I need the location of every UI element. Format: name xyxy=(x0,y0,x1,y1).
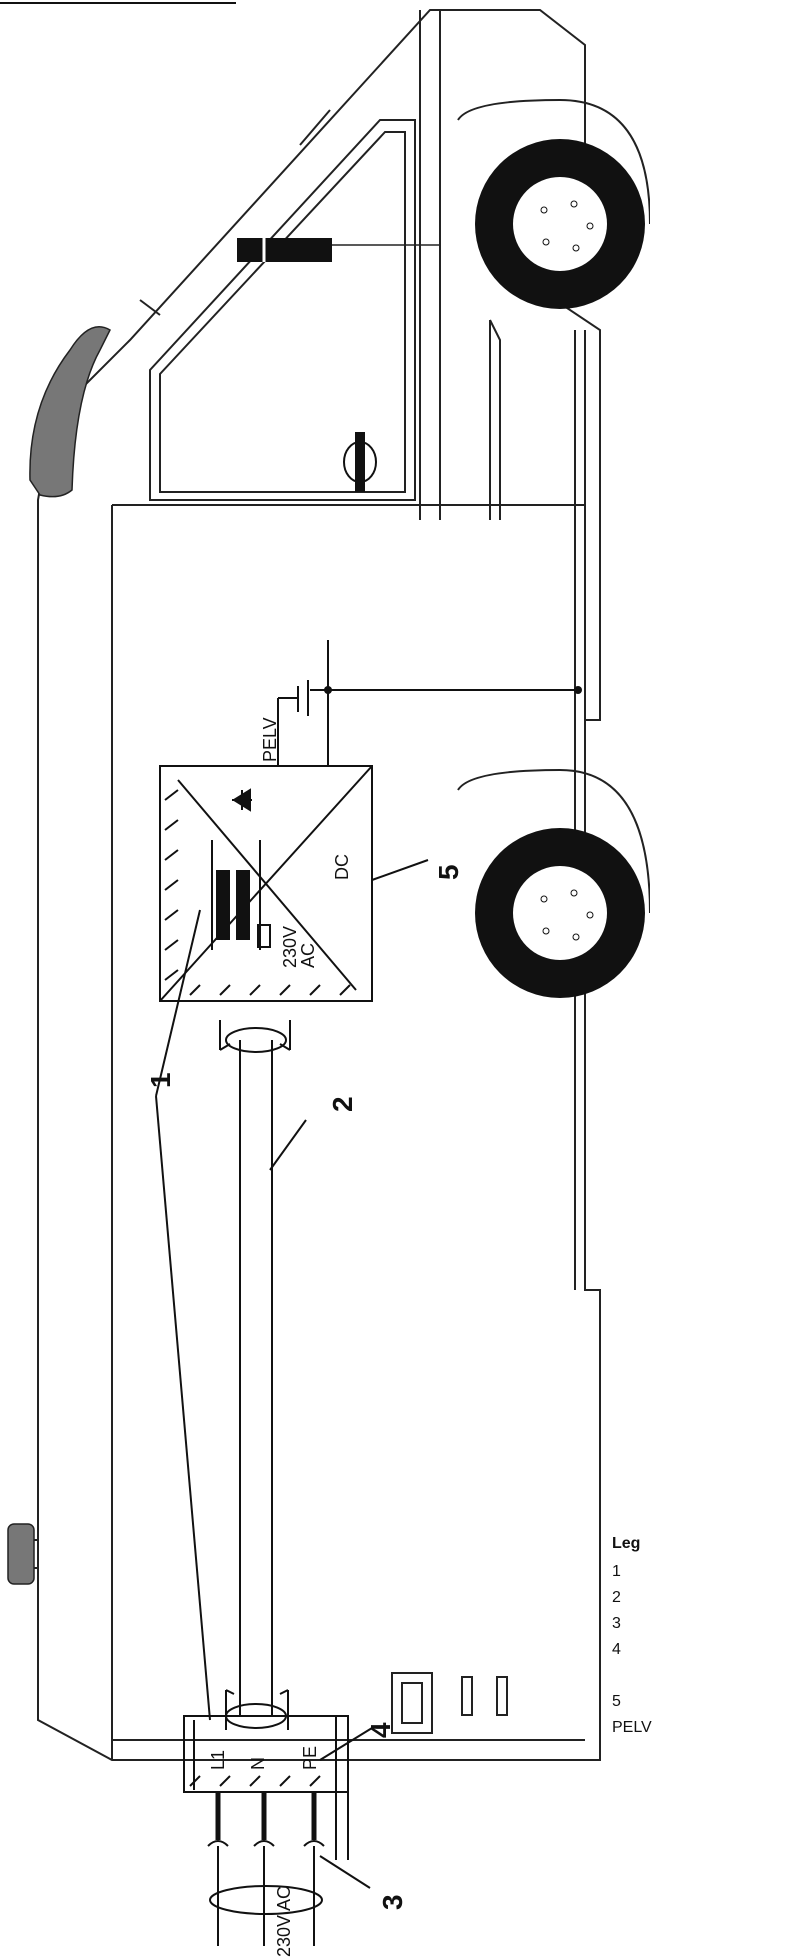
label-pe: PE xyxy=(300,1746,320,1770)
callout-1: 1 xyxy=(145,1072,176,1088)
label-230v: 230V xyxy=(280,926,300,968)
connection-cable xyxy=(219,1020,291,1730)
legend-item: PELV xyxy=(612,1719,652,1736)
front-wheel xyxy=(475,139,645,309)
legend: Leg 1 2 3 4 5 PELV xyxy=(612,1535,811,1741)
plug-pins xyxy=(215,1792,317,1840)
label-supply: 230V AC xyxy=(274,1886,294,1957)
label-dc: DC xyxy=(332,854,352,880)
vehicle-power-diagram: 1 2 3 4 5 L1 N PE 230V AC PELV DC 230V A… xyxy=(0,2,650,1957)
leader-lines xyxy=(155,859,429,1889)
label-pelv: PELV xyxy=(260,717,280,762)
diode-symbol xyxy=(232,788,252,812)
callout-4: 4 xyxy=(365,1722,396,1738)
callout-5: 5 xyxy=(433,864,464,880)
door-window xyxy=(139,109,501,520)
label-ac: AC xyxy=(298,943,318,968)
legend-item: 3 xyxy=(612,1615,621,1632)
legend-item: 2 xyxy=(612,1589,621,1606)
tail-light xyxy=(7,1523,35,1585)
supply-cable-ring xyxy=(209,1885,323,1915)
side-mirror xyxy=(237,238,332,262)
label-n: N xyxy=(248,1757,268,1770)
legend-item: 5 xyxy=(612,1693,621,1710)
pelv-wiring xyxy=(277,640,580,766)
rear-wheel xyxy=(475,828,645,998)
legend-item: 4 xyxy=(612,1641,621,1658)
charger-unit xyxy=(159,765,373,1002)
roof-spoiler xyxy=(29,326,111,498)
legend-item: 1 xyxy=(612,1563,621,1580)
legend-title: Leg xyxy=(612,1535,641,1552)
callout-2: 2 xyxy=(327,1096,358,1112)
rear-step xyxy=(391,1672,508,1734)
label-l1: L1 xyxy=(208,1750,228,1770)
callout-3: 3 xyxy=(377,1894,408,1910)
